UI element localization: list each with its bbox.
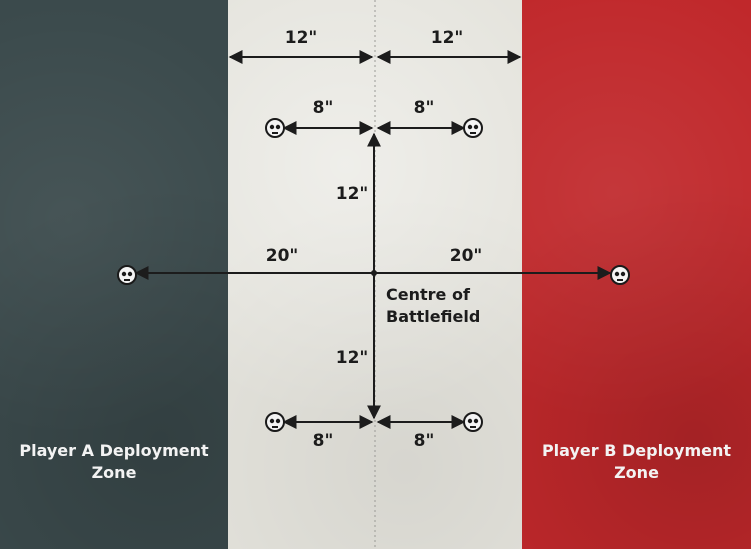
centre-point	[371, 270, 377, 276]
skull-objective-icon	[265, 118, 285, 138]
dist-vertical-lower: 12"	[336, 348, 369, 368]
skull-objective-icon	[463, 412, 483, 432]
dist-mid-right: 20"	[450, 246, 483, 266]
dist-lower-right: 8"	[414, 431, 435, 451]
dist-vertical-upper: 12"	[336, 184, 369, 204]
dist-lower-left: 8"	[313, 431, 334, 451]
skull-objective-icon	[463, 118, 483, 138]
skull-objective-icon	[265, 412, 285, 432]
player-b-zone-label: Player B Deployment Zone	[541, 441, 732, 482]
dist-mid-left: 20"	[266, 246, 299, 266]
skull-objective-icon	[610, 265, 630, 285]
dist-upper-right: 8"	[414, 98, 435, 118]
player-a-deployment-zone	[0, 0, 228, 549]
dist-upper-left: 8"	[313, 98, 334, 118]
player-a-zone-label: Player A Deployment Zone	[19, 441, 209, 482]
player-b-deployment-zone	[522, 0, 751, 549]
dist-top-left: 12"	[285, 28, 318, 48]
skull-objective-icon	[117, 265, 137, 285]
dist-top-right: 12"	[431, 28, 464, 48]
centre-of-battlefield-label: Centre of Battlefield	[386, 285, 481, 326]
